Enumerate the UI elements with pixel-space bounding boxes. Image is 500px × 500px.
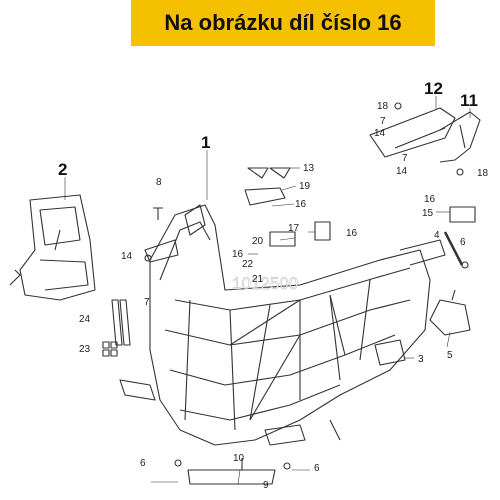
- label-24: 24: [79, 314, 91, 325]
- label-21: 21: [252, 274, 264, 285]
- label-13: 13: [303, 163, 315, 174]
- label-1: 1: [201, 133, 210, 152]
- nut-6-right: [283, 462, 291, 470]
- label-16-a: 16: [295, 199, 307, 210]
- nut-6-left: [174, 459, 182, 467]
- nut-18-lower: [456, 168, 464, 176]
- label-5: 5: [447, 350, 453, 361]
- label-6-right: 6: [314, 463, 320, 474]
- title-banner: Na obrázku díl číslo 16: [131, 0, 435, 46]
- nut-14: [144, 254, 152, 262]
- front-subframe-part: [9, 194, 96, 301]
- watermark-text: 1012500: [232, 274, 298, 293]
- bracket-13: [247, 167, 291, 179]
- label-18-lower: 18: [477, 168, 489, 179]
- label-7-b: 7: [402, 153, 408, 164]
- label-14-b: 14: [396, 166, 408, 177]
- label-7-c: 7: [144, 297, 150, 308]
- bracket-5: [429, 289, 471, 336]
- label-9: 9: [263, 480, 269, 491]
- rods-24: [111, 299, 131, 346]
- label-16-b: 16: [424, 194, 436, 205]
- label-7-a: 7: [380, 116, 386, 127]
- part-labels: 1 2 12 11 18 7 14 7 14 18 13 19 16 8 16 …: [58, 79, 489, 491]
- bracket-9: [187, 469, 276, 485]
- label-6-left: 6: [140, 458, 146, 469]
- label-16-c: 16: [346, 228, 358, 239]
- label-8: 8: [156, 177, 162, 188]
- label-23: 23: [79, 344, 91, 355]
- nut-18-upper: [394, 102, 402, 110]
- label-15: 15: [422, 208, 434, 219]
- label-16-d: 16: [232, 249, 244, 260]
- banner-title: Na obrázku díl číslo 16: [164, 10, 402, 35]
- label-14-c: 14: [121, 251, 133, 262]
- rear-bracket-parts: [369, 107, 481, 163]
- nuts-23: [102, 341, 118, 357]
- bar-4: [443, 231, 464, 266]
- bracket-20: [269, 231, 296, 247]
- label-14-a: 14: [374, 128, 386, 139]
- nut-6-upper: [461, 261, 469, 269]
- bracket-15: [449, 206, 476, 223]
- main-frame-part: [119, 204, 446, 446]
- label-2: 2: [58, 160, 67, 179]
- bracket-3: [374, 339, 406, 366]
- label-4: 4: [434, 230, 440, 241]
- label-10: 10: [233, 453, 245, 464]
- bracket-17: [314, 221, 331, 241]
- bracket-19: [244, 187, 286, 206]
- label-3: 3: [418, 354, 424, 365]
- label-22: 22: [242, 259, 254, 270]
- label-6-upper: 6: [460, 237, 466, 248]
- bolt-8: [153, 207, 163, 220]
- label-18-upper: 18: [377, 101, 389, 112]
- label-11: 11: [460, 91, 478, 110]
- label-17: 17: [288, 223, 300, 234]
- label-12: 12: [424, 79, 443, 98]
- label-20: 20: [252, 236, 264, 247]
- label-19: 19: [299, 181, 311, 192]
